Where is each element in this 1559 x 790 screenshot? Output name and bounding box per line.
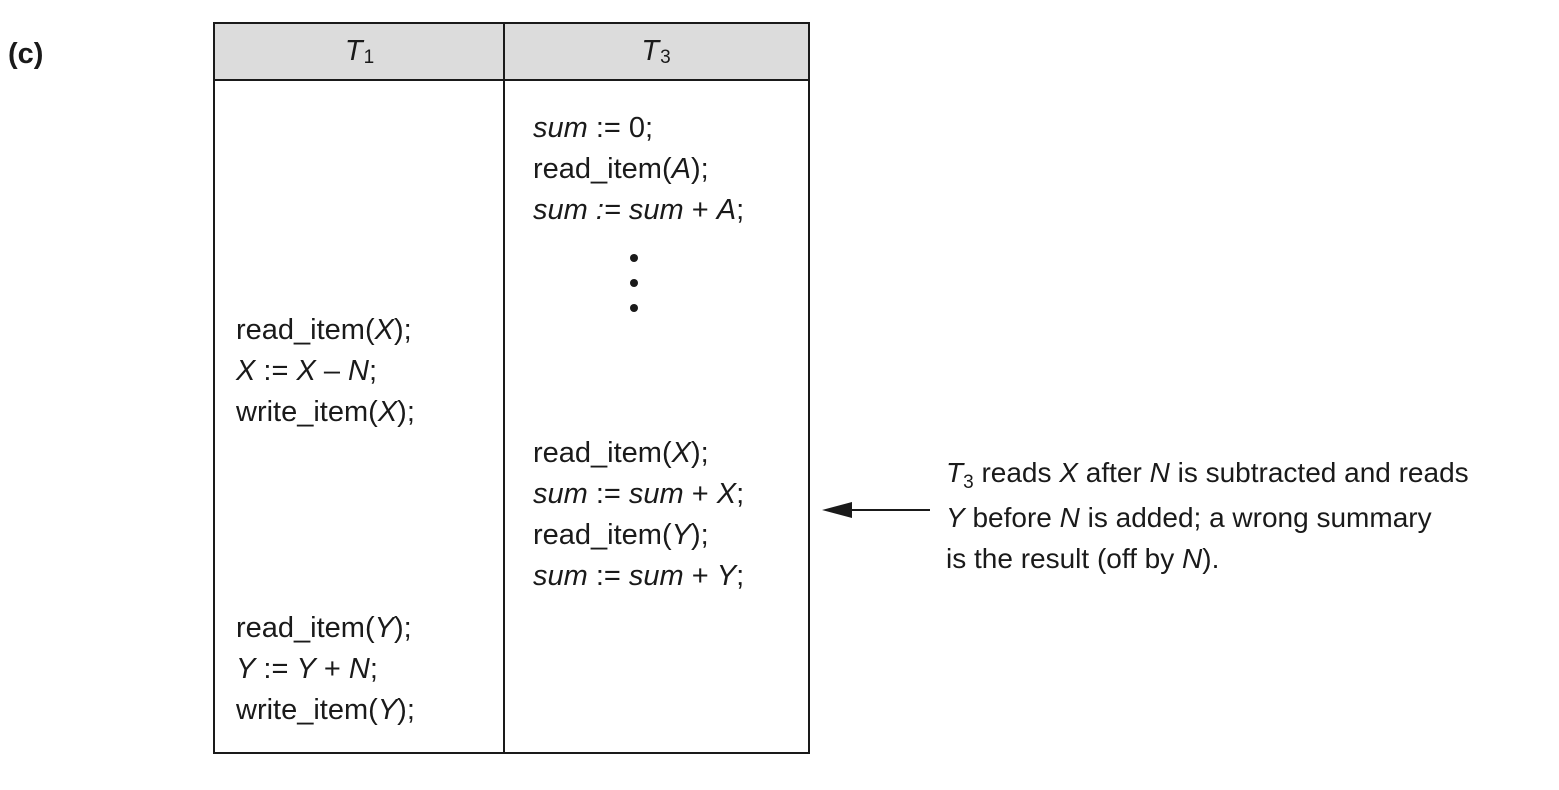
t3-op-line: sum := sum + A;	[533, 194, 745, 226]
t3-op-line: read_item(X);	[533, 437, 709, 469]
annotation-text: T3 reads X after N is subtracted and rea…	[946, 452, 1556, 579]
annotation-line-1: T3 reads X after N is subtracted and rea…	[946, 457, 1469, 493]
t1-op-line: read_item(X);	[236, 314, 412, 346]
annotation-line-2: Y before N is added; a wrong summary	[946, 502, 1432, 533]
t3-op-line: sum := sum + Y;	[533, 560, 745, 592]
t1-op-line: X := X – N;	[236, 355, 378, 387]
t3-op-line: read_item(Y);	[533, 519, 709, 551]
t3-op-line: read_item(A);	[533, 153, 709, 185]
ellipsis-dot	[630, 304, 638, 312]
t1-op-line: read_item(Y);	[236, 612, 412, 644]
part-label: (c)	[8, 38, 44, 70]
ellipsis-dot	[630, 254, 638, 262]
annotation-line-3: is the result (off by N).	[946, 543, 1220, 574]
arrow-head	[822, 502, 852, 518]
column-header-t1-name: T	[344, 35, 363, 67]
column-header-t3-name: T	[641, 35, 660, 67]
t1-op-line: Y := Y + N;	[236, 653, 378, 685]
ellipsis-dot	[630, 279, 638, 287]
column-header-t3-subscript: 3	[660, 46, 671, 68]
t3-op-line: sum := 0;	[533, 112, 654, 144]
t3-op-line: sum := sum + X;	[533, 478, 745, 510]
column-header-t1-subscript: 1	[363, 46, 375, 68]
column-divider	[503, 24, 505, 752]
t1-op-line: write_item(X);	[236, 396, 415, 428]
t1-op-line: write_item(Y);	[236, 694, 415, 726]
